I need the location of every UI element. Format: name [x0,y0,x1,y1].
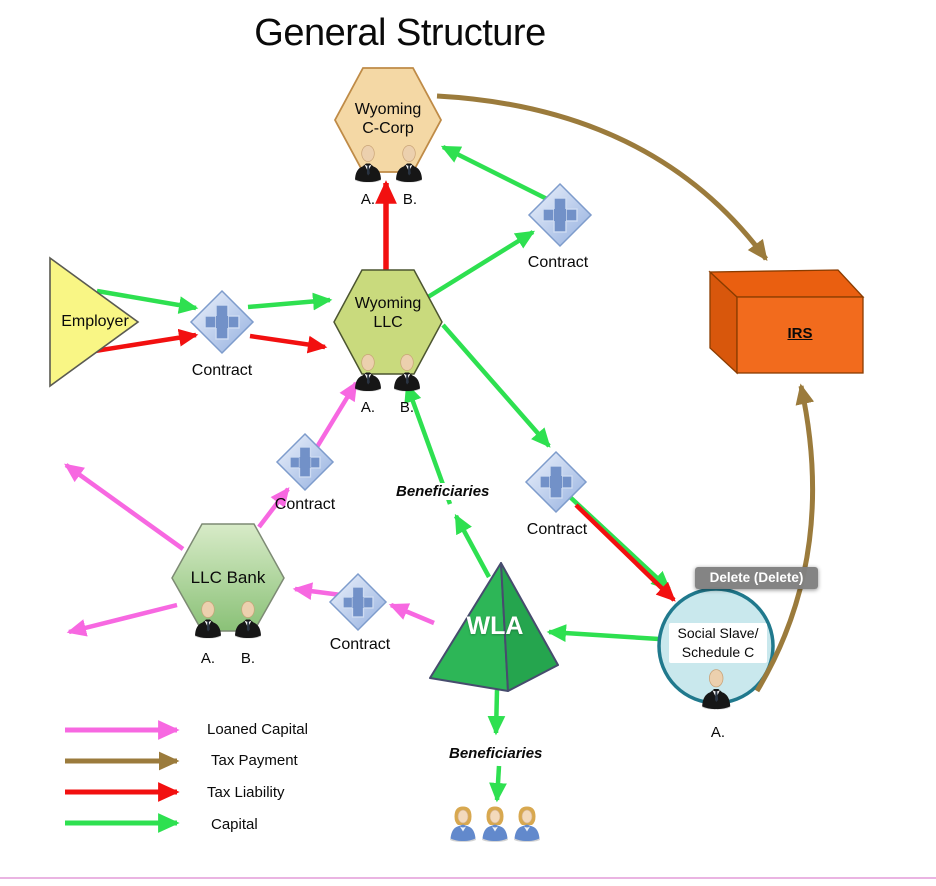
tax-liability-arrow-contract-llc[interactable] [249,333,328,354]
social-slave-label-line1: Social Slave/ [677,625,759,641]
tax-liability-arrow-contract4-social[interactable] [574,503,676,602]
contract-label-4: Contract [526,521,588,538]
legend-arrows [65,720,180,833]
businesswoman-icon[interactable] [481,806,509,843]
legend-label-capital: Capital [211,816,258,833]
legend-label-tax-liability: Tax Liability [207,784,285,801]
c-corp-label-line1: Wyoming [354,101,422,118]
employer-label: Employer [61,313,129,330]
contract-label-5: Contract [329,636,391,653]
page-title: General Structure [254,12,546,54]
bank-member-a-label: A. [200,650,216,667]
employer-triangle[interactable] [49,256,140,388]
loaned-capital-arrow-contract3-llc[interactable] [315,380,358,449]
llc-label-line1: Wyoming [354,295,422,312]
beneficiaries-lower-label: Beneficiaries [447,745,545,763]
social-member-a-label: A. [710,724,726,741]
loaned-capital-arrow-to-contract5[interactable] [388,602,435,626]
social-slave-label-line2: Schedule C [681,644,755,660]
c-corp-member-a-label: A. [360,191,376,208]
bank-member-b-label: B. [240,650,256,667]
llc-bank-label: LLC Bank [190,568,266,587]
social-slave-label: Social Slave/ Schedule C [669,623,767,663]
c-corp-label-line2: C-Corp [362,120,414,137]
contract-diamond-1[interactable] [189,289,255,355]
contract-diamond-4[interactable] [524,450,588,514]
contract-diamond-5[interactable] [328,572,388,632]
beneficiaries-upper-label: Beneficiaries [394,483,492,501]
capital-arrow-llc-contract4[interactable] [441,323,551,448]
tax-payment-arrow-ccorp-irs[interactable] [436,93,769,262]
contract-label-1: Contract [191,362,253,379]
bottom-border-line [0,877,936,879]
capital-arrow-contract2-ccorp[interactable] [440,144,549,202]
irs-label: IRS [787,325,813,342]
contract-label-3: Contract [274,496,336,513]
capital-arrow-employer-contract[interactable] [96,288,199,314]
contract-diamond-3[interactable] [275,432,335,492]
tax-liability-arrow-employer-contract[interactable] [94,328,199,354]
legend-label-loaned-capital: Loaned Capital [207,721,308,738]
delete-tooltip: Delete (Delete) [695,567,818,589]
capital-arrow-to-people[interactable] [489,765,507,803]
capital-arrow-wla-down[interactable] [487,689,506,736]
capital-arrow-llc-contract2[interactable] [426,230,536,299]
contract-diamonds [189,182,593,632]
irs-box[interactable] [708,269,865,375]
contract-diamond-2[interactable] [527,182,593,248]
wyoming-llc-hexagon[interactable] [333,269,443,375]
capital-arrow-wla-beneficiaries[interactable] [454,513,491,579]
loaned-capital-arrow-bank-upleft[interactable] [64,463,185,551]
businesswoman-icon[interactable] [513,806,541,843]
llc-member-a-label: A. [360,399,376,416]
capital-arrow-social-wla[interactable] [546,624,660,642]
c-corp-member-b-label: B. [402,191,418,208]
llc-member-b-label: B. [399,399,415,416]
loaned-capital-arrow-bank-contract3[interactable] [257,487,290,529]
wla-pyramid[interactable] [429,562,559,692]
loaned-capital-arrow-bank-downleft[interactable] [66,602,178,637]
legend-label-tax-payment: Tax Payment [211,752,298,769]
contract-label-2: Contract [527,254,589,271]
llc-label-line2: LLC [373,314,403,331]
tax-payment-arrow-social-irs[interactable] [754,383,816,693]
capital-arrow-contract-llc[interactable] [247,292,333,311]
wla-label: WLA [466,612,524,640]
businesswoman-icon[interactable] [449,806,477,843]
